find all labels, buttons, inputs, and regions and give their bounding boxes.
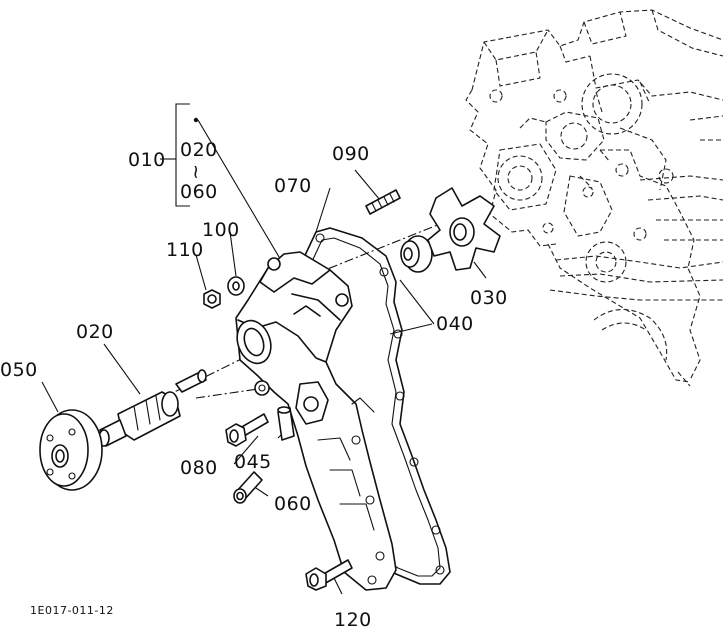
bolt-080 [225,413,269,447]
figure-code: 1E017-011-12 [30,604,114,617]
label-070: 070 [274,175,312,197]
label-060-range-end: 060 [180,181,218,203]
bolt-120 [305,559,353,591]
label-100: 100 [202,219,240,241]
water-pump-housing [235,251,397,591]
stud-090 [365,189,401,215]
label-090: 090 [332,143,370,165]
label-060: 060 [274,493,312,515]
pin-045 [277,406,295,441]
part-labels: 010 020 ~ 060 020 030 040 045 050 060 07… [0,139,508,631]
label-010: 010 [128,149,166,171]
label-120: 120 [334,609,372,631]
washer-100 [227,276,245,296]
label-020-range-start: 020 [180,139,218,161]
impeller-030 [427,187,501,271]
label-030: 030 [470,287,508,309]
shaft-bearing-020 [98,369,207,447]
engine-block-phantom [465,9,723,387]
nut-110 [203,289,221,309]
label-040: 040 [436,313,474,335]
label-020: 020 [76,321,114,343]
label-110: 110 [166,239,204,261]
pulley-flange-050 [39,409,103,491]
seal-040 [400,235,433,273]
label-080: 080 [180,457,218,479]
assembly-bracket-010 [160,103,199,207]
sleeve-060 [233,471,263,504]
label-range-tilde: ~ [185,164,207,180]
label-050: 050 [0,359,38,381]
label-045: 045 [234,451,272,473]
